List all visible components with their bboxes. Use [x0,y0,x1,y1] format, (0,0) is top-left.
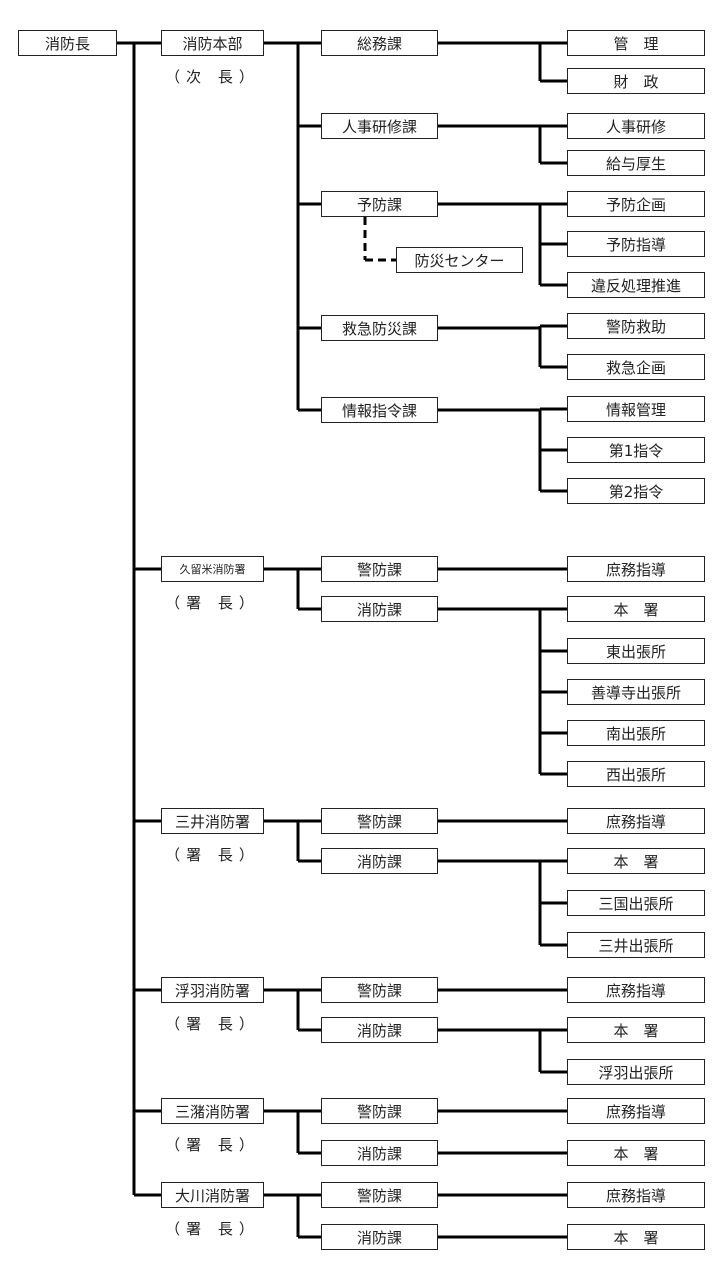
subunit-box: 違反処理推進 [567,272,705,298]
subunit-box: 人事研修 [567,113,705,139]
subunit-box: 本 署 [567,848,705,874]
subunit-box: 第1指令 [567,437,705,463]
subunit-box: 庶務指導 [567,1182,705,1208]
subunit-box: 本 署 [567,1224,705,1250]
subunit-box: 予防指導 [567,231,705,257]
subunit-box: 三国出張所 [567,890,705,916]
subunit-box: 庶務指導 [567,556,705,582]
subunit-box: 庶務指導 [567,977,705,1003]
subunit-box: 善導寺出張所 [567,679,705,705]
section-box: 警防課 [321,977,438,1003]
section-box: 人事研修課 [321,113,438,139]
subunit-box: 情報管理 [567,396,705,422]
section-box: 消防課 [321,1017,438,1043]
section-box: 消防課 [321,1224,438,1250]
section-box: 総務課 [321,30,438,56]
section-box: 予防課 [321,191,438,217]
unit-head-title: （署 長） [165,1015,260,1033]
section-box: 消防課 [321,848,438,874]
unit-head-title: （次 長） [165,68,260,86]
subunit-box: 財 政 [567,68,705,94]
subunit-box: 浮羽出張所 [567,1059,705,1085]
unit-head-title: （署 長） [165,846,260,864]
subunit-box: 東出張所 [567,638,705,664]
section-box: 救急防災課 [321,315,438,341]
section-box: 警防課 [321,1182,438,1208]
subunit-box: 給与厚生 [567,150,705,176]
subunit-box: 庶務指導 [567,808,705,834]
unit-box: 大川消防署 [161,1182,264,1208]
subunit-box: 警防救助 [567,313,705,339]
subunit-box: 救急企画 [567,354,705,380]
annex-box: 防災センター [396,247,523,273]
unit-box: 久留米消防署 [161,556,264,582]
section-box: 情報指令課 [321,397,438,423]
subunit-box: 本 署 [567,596,705,622]
unit-box: 三井消防署 [161,808,264,834]
unit-box: 浮羽消防署 [161,977,264,1003]
unit-head-title: （署 長） [165,594,260,612]
unit-head-title: （署 長） [165,1220,260,1238]
subunit-box: 本 署 [567,1017,705,1043]
unit-head-title: （署 長） [165,1136,260,1154]
subunit-box: 庶務指導 [567,1098,705,1124]
section-box: 警防課 [321,1098,438,1124]
unit-box: 消防本部 [161,30,264,56]
section-box: 消防課 [321,1140,438,1166]
subunit-box: 本 署 [567,1140,705,1166]
subunit-box: 管 理 [567,30,705,56]
section-box: 警防課 [321,556,438,582]
subunit-box: 南出張所 [567,720,705,746]
subunit-box: 予防企画 [567,191,705,217]
chief-box: 消防長 [18,30,117,56]
section-box: 消防課 [321,596,438,622]
subunit-box: 第2指令 [567,478,705,504]
section-box: 警防課 [321,808,438,834]
unit-box: 三潴消防署 [161,1098,264,1124]
subunit-box: 西出張所 [567,761,705,787]
subunit-box: 三井出張所 [567,932,705,958]
